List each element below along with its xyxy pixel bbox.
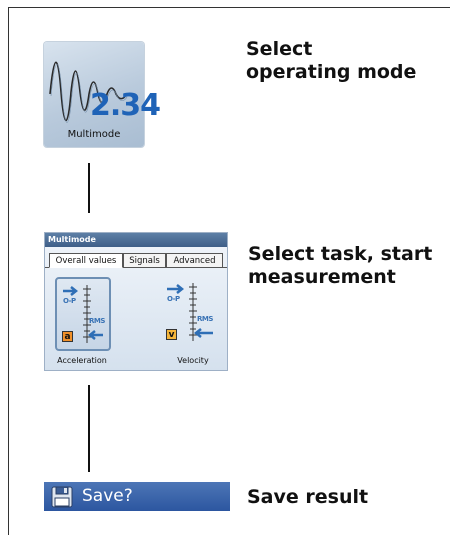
step-label-task: Select task, start measurement	[248, 243, 433, 288]
tab-signals[interactable]: Signals	[123, 253, 166, 268]
meter-scale-icon	[63, 285, 103, 343]
step-label-operating-mode: Select operating mode	[246, 38, 417, 83]
connector-line	[88, 385, 90, 472]
meter-scale-icon	[167, 283, 213, 341]
multimode-screen: Multimode Overall values Signals Advance…	[45, 233, 227, 370]
tab-advanced[interactable]: Advanced	[166, 253, 223, 268]
multimode-caption: Multimode	[67, 129, 121, 140]
acceleration-badge: a	[62, 331, 73, 342]
floppy-disk-icon	[51, 486, 73, 508]
acceleration-label: Acceleration	[57, 356, 107, 365]
waveform-icon	[49, 61, 128, 123]
tab-overall-values[interactable]: Overall values	[49, 253, 123, 268]
acceleration-meter-tile[interactable]: O-P RMS a	[55, 277, 111, 351]
multimode-icon[interactable]: 2.34 Multimode	[44, 42, 161, 147]
peak-label: O-P	[167, 295, 180, 303]
save-bar[interactable]: Save?	[44, 482, 230, 511]
frame-left-border	[8, 7, 9, 535]
screen-title: Multimode	[45, 233, 227, 247]
display-digits: 2.34	[90, 88, 161, 123]
step-label-save: Save result	[247, 486, 369, 508]
frame-top-border	[8, 7, 450, 8]
rms-label: RMS	[197, 315, 213, 323]
screen-body: Overall values Signals Advanced O-P RMS …	[45, 247, 227, 370]
connector-line	[88, 163, 90, 213]
save-text: Save?	[82, 486, 133, 506]
peak-label: O-P	[63, 297, 76, 305]
velocity-label: Velocity	[177, 356, 209, 365]
velocity-meter-tile[interactable]: O-P RMS v	[163, 277, 219, 347]
velocity-badge: v	[166, 329, 177, 340]
rms-label: RMS	[89, 317, 105, 325]
